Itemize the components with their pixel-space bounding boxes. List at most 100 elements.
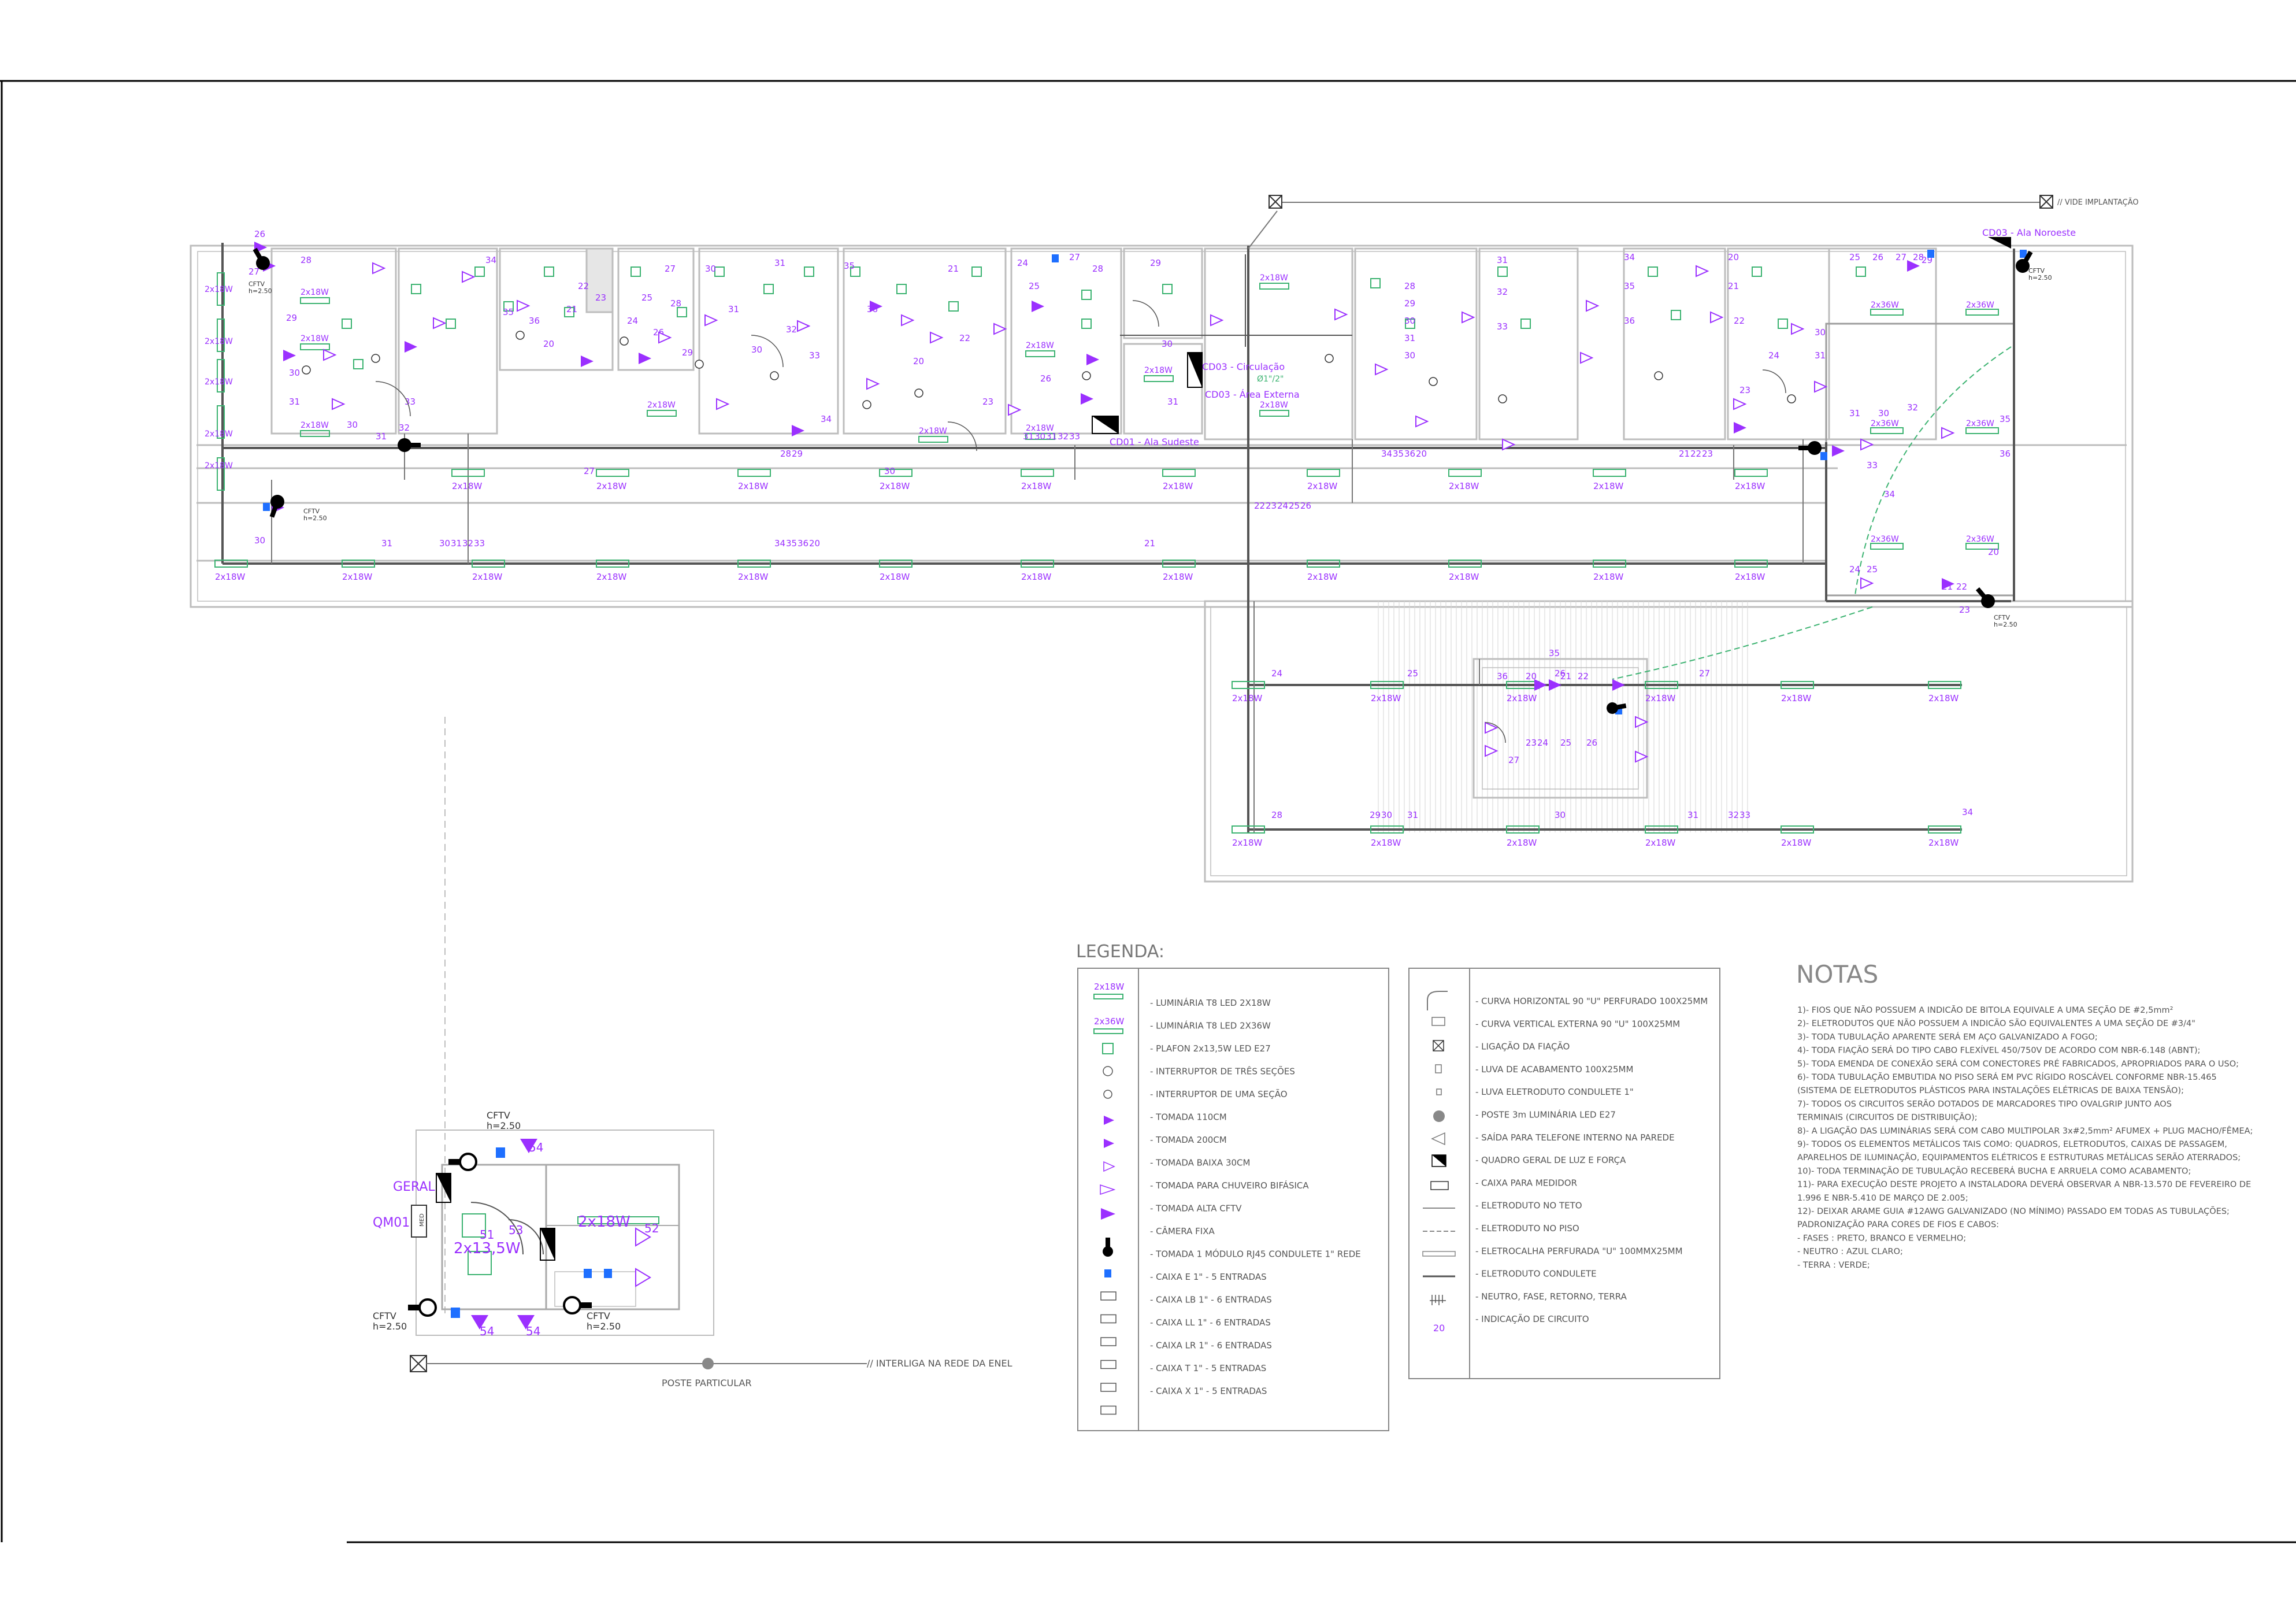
camera-icon bbox=[408, 1298, 437, 1317]
legend-sym-20: 20 bbox=[1433, 1323, 1445, 1334]
circuit-label: 33 bbox=[405, 397, 416, 407]
circuit-label: 21 bbox=[1728, 281, 1739, 291]
outlet-icon bbox=[405, 341, 417, 353]
outlet-icon bbox=[1814, 380, 1828, 393]
legend-item-label: - TOMADA 1 MÓDULO RJ45 CONDULETE 1" REDE bbox=[1150, 1249, 1361, 1260]
circuit-label: 28 bbox=[670, 298, 681, 309]
luminaire-label: 2x18W bbox=[1232, 693, 1263, 703]
luminaire-2x18-icon bbox=[879, 560, 913, 568]
luminaire-label: 2x18W bbox=[1507, 693, 1537, 703]
outlet-icon bbox=[704, 314, 718, 327]
circuit-label: 28 bbox=[1404, 281, 1415, 291]
plafon-icon bbox=[948, 301, 959, 312]
circuit-label: 31 bbox=[1815, 350, 1826, 361]
outlet-icon bbox=[462, 271, 476, 283]
circuit-label: 29 bbox=[1370, 810, 1381, 820]
rj45-icon bbox=[2020, 250, 2027, 258]
outlet-110-icon bbox=[1104, 1116, 1114, 1125]
luminaire-label: 2x36W bbox=[1966, 419, 1994, 428]
luminaire-2x18-icon bbox=[217, 319, 225, 352]
note-item: - FASES : PRETO, BRANCO E VERMELHO; bbox=[1797, 1234, 1966, 1243]
circuit-label: 26 bbox=[1586, 738, 1597, 748]
circuit-label: 20 bbox=[809, 538, 820, 549]
luminaire-label: 2x18W bbox=[205, 429, 233, 439]
circuit-label: 36 bbox=[798, 538, 808, 549]
luminaire-label: 2x18W bbox=[880, 481, 910, 491]
luminaire-label: 2x18W bbox=[1449, 572, 1479, 582]
outlet-icon bbox=[1580, 351, 1594, 364]
outlet-icon bbox=[433, 317, 447, 329]
luminaire-2x18-icon bbox=[1093, 994, 1123, 999]
circuit-label: 29 bbox=[1404, 298, 1415, 309]
legend-item-label: - CAIXA PARA MEDIDOR bbox=[1475, 1177, 1577, 1188]
circuit-label: 23 bbox=[1702, 449, 1713, 459]
circuit-label: 20 bbox=[1526, 671, 1537, 682]
legend-item-label: - CAIXA LB 1" - 6 ENTRADAS bbox=[1150, 1295, 1272, 1305]
circuit-label: 35 bbox=[2000, 414, 2011, 424]
circuit-label: 20 bbox=[1988, 547, 1999, 557]
rj45-icon bbox=[1927, 250, 1934, 258]
outlet-icon bbox=[639, 353, 651, 364]
note-item: APARELHOS DE ILUMINAÇÃO, EQUIPAMENTOS EL… bbox=[1797, 1153, 2241, 1162]
outlet-icon bbox=[1334, 308, 1348, 321]
circuit-label: 30 bbox=[751, 345, 762, 355]
rj45-icon bbox=[496, 1147, 505, 1158]
luminaire-label: 2x36W bbox=[1871, 535, 1899, 544]
cftv-h-plan-3: h=2.50 bbox=[2028, 274, 2052, 282]
luminaire-label: 2x18W bbox=[215, 572, 246, 582]
outlet-icon bbox=[1860, 577, 1874, 590]
outlet-icon bbox=[1008, 403, 1022, 416]
legend-item-label: - TOMADA PARA CHUVEIRO BIFÁSICA bbox=[1150, 1180, 1309, 1191]
outlet-icon bbox=[797, 320, 811, 332]
conduit-branches bbox=[271, 434, 1804, 832]
plafon-icon bbox=[1102, 1043, 1114, 1054]
zone-label-area-externa: CD03 - Área Externa bbox=[1205, 389, 1300, 400]
note-item: 6)- TODA TUBULAÇÃO EMBUTIDA NO PISO SERÁ… bbox=[1797, 1072, 2217, 1082]
circuit-label: 34 bbox=[1624, 252, 1635, 262]
legend-left-symbols bbox=[1093, 994, 1123, 1415]
circuit-label: 31 bbox=[1497, 255, 1508, 265]
luminaire-label: 2x36W bbox=[1966, 301, 1994, 310]
legend-item-label: - LIGAÇÃO DA FIAÇÃO bbox=[1475, 1041, 1570, 1052]
outlet-icon bbox=[1710, 311, 1724, 324]
circuit-label: 20 bbox=[913, 356, 924, 366]
outlet-icon bbox=[1734, 422, 1746, 434]
luminaire-label: 2x18W bbox=[1163, 572, 1193, 582]
luminaire-2x18-icon bbox=[1593, 560, 1626, 568]
circuit-label: 32 bbox=[1728, 810, 1739, 820]
luminaire-label: 2x18W bbox=[1781, 838, 1812, 848]
plafon-icon bbox=[503, 301, 514, 312]
outlet-icon bbox=[1534, 679, 1547, 691]
luminaire-2x18-icon bbox=[737, 469, 771, 477]
circuit-label: 30 bbox=[1381, 810, 1392, 820]
outlet-icon bbox=[658, 331, 672, 344]
switch-icon bbox=[1498, 394, 1507, 403]
outlet-icon bbox=[1791, 323, 1805, 335]
luminaire-2x18-icon bbox=[1144, 375, 1174, 382]
door-arc bbox=[1762, 369, 1786, 394]
luminaire-2x18-icon bbox=[1645, 681, 1678, 689]
outlet-low-icon bbox=[1103, 1161, 1115, 1172]
legend-item-label: - INDICAÇÃO DE CIRCUITO bbox=[1475, 1313, 1589, 1324]
circuit-label: 31 bbox=[381, 538, 392, 549]
rj45-icon bbox=[451, 1308, 460, 1318]
outlet-icon bbox=[1635, 750, 1649, 763]
luminaire-2x18-icon bbox=[1259, 410, 1289, 417]
luminaire-2x18-icon bbox=[1307, 560, 1340, 568]
detail-circuit-54b: 54 bbox=[480, 1324, 494, 1338]
luminaire-label: 2x36W bbox=[1871, 419, 1899, 428]
detail-interliga: // INTERLIGA NA REDE DA ENEL bbox=[867, 1358, 1012, 1369]
circuit-label: 23 bbox=[1266, 501, 1277, 511]
outlet-icon bbox=[1733, 398, 1747, 410]
guardhouse-detail bbox=[408, 1130, 867, 1372]
rj45-icon bbox=[1052, 254, 1059, 262]
zone-label-circulacao: CD03 - Circulação bbox=[1202, 361, 1285, 372]
circuit-label: 31 bbox=[728, 304, 739, 314]
detail-circuit-53: 53 bbox=[509, 1223, 523, 1237]
luminaire-2x18-icon bbox=[1928, 825, 1961, 834]
luminaire-label: 2x18W bbox=[738, 481, 769, 491]
circuit-label: 30 bbox=[439, 538, 450, 549]
circuit-label: 36 bbox=[1624, 316, 1635, 326]
legend-item-label: - LUMINÁRIA T8 LED 2X18W bbox=[1150, 997, 1271, 1008]
plafon-icon bbox=[677, 307, 687, 317]
